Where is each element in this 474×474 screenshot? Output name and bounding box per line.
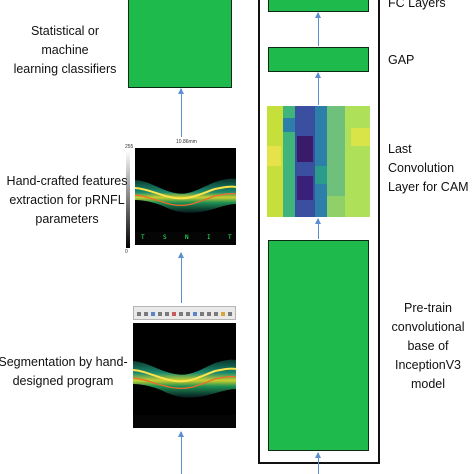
classifier-label-line-2: learning classifiers	[13, 62, 117, 76]
scale-label: 10.86mm	[176, 139, 197, 145]
features-label-line-1: Hand-crafted features	[6, 174, 128, 188]
arrow-segmentation-to-features	[178, 252, 184, 303]
feature-colorbar	[126, 150, 130, 248]
arrow-input-to-segmentation	[178, 431, 184, 474]
arrow-features-to-classifier	[178, 88, 184, 137]
cam-heatmap	[267, 106, 370, 217]
deep-learning-frame	[258, 0, 380, 464]
pretrain-base-label: Pre-train convolutional base of Inceptio…	[388, 299, 468, 394]
sector-tick-3: N	[185, 234, 189, 241]
pretrain-label-line-1: Pre-train	[404, 301, 452, 315]
cam-heatmap-svg	[267, 106, 370, 217]
cam-label-line-1: Last Convolution	[388, 142, 455, 175]
classifier-block	[128, 0, 232, 88]
sector-tick-1: T	[141, 234, 145, 241]
pretrain-label-line-2: convolutional	[391, 320, 465, 334]
arrow-base-to-cam	[315, 218, 321, 239]
features-label-line-3: parameters	[35, 212, 99, 226]
sector-tick-4: I	[207, 234, 211, 241]
colorbar-max: 255	[125, 144, 134, 150]
features-label: Hand-crafted features extraction for pRN…	[4, 172, 130, 229]
pretrain-label-line-5: model	[410, 377, 446, 391]
arrow-cam-to-gap	[315, 72, 321, 105]
classifier-label-line-1: Statistical or machine	[30, 24, 100, 57]
gap-block	[268, 47, 369, 72]
feature-oct-svg	[135, 148, 236, 245]
pretrain-label-line-3: base of	[407, 339, 449, 353]
sector-tick-5: T	[228, 234, 232, 241]
classifier-label: Statistical or machine learning classifi…	[6, 22, 124, 79]
segmentation-label: Segmentation by hand- designed program	[0, 353, 130, 391]
segmentation-oct-image	[133, 323, 236, 428]
colorbar-min: 0	[125, 249, 128, 255]
software-toolbar	[133, 306, 236, 320]
segmentation-label-line-1: Segmentation by hand-	[0, 355, 128, 369]
sector-tick-2: S	[163, 234, 167, 241]
segmentation-label-line-2: designed program	[12, 374, 114, 388]
toolbar-icons	[137, 312, 232, 316]
features-label-line-2: extraction for pRNFL	[9, 193, 125, 207]
cam-label-line-2: Layer for CAM	[388, 180, 469, 194]
gap-label: GAP	[388, 53, 415, 67]
fc-layers-block	[268, 0, 369, 12]
pretrain-base-block	[268, 240, 369, 451]
arrow-gap-to-fc	[315, 12, 321, 46]
feature-oct-image	[135, 148, 236, 245]
pretrain-label-line-4: InceptionV3	[394, 358, 462, 372]
segmentation-oct-svg	[133, 323, 236, 428]
fc-layers-label: FC Layers	[388, 0, 446, 10]
cam-label: Last Convolution Layer for CAM	[388, 140, 474, 197]
arrow-input-to-base	[315, 452, 321, 474]
